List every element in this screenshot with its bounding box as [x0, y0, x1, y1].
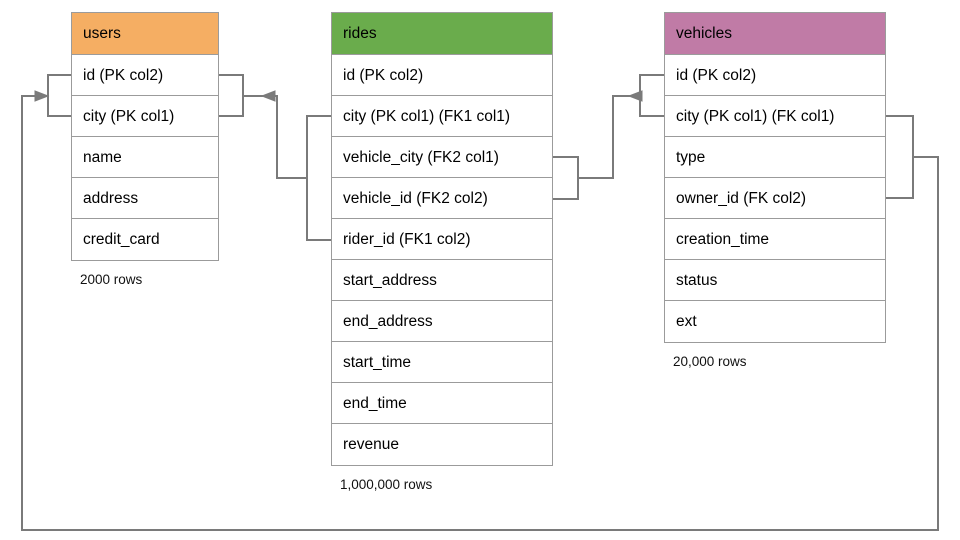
entity-title-users: users: [72, 13, 218, 55]
field-row[interactable]: end_address: [332, 301, 552, 342]
field-row[interactable]: city (PK col1): [72, 96, 218, 137]
relationship-target-bracket-vehicles-fk-to-users: [47, 74, 71, 117]
field-row[interactable]: id (PK col2): [332, 55, 552, 96]
relationship-line-rides-fk2-to-vehicles: [553, 95, 629, 200]
field-row[interactable]: end_time: [332, 383, 552, 424]
field-row[interactable]: address: [72, 178, 218, 219]
field-row[interactable]: credit_card: [72, 219, 218, 260]
relationship-arrow-icon-vehicles-fk-to-users: [34, 90, 50, 102]
field-row[interactable]: owner_id (FK col2): [665, 178, 885, 219]
field-row[interactable]: city (PK col1) (FK1 col1): [332, 96, 552, 137]
field-row[interactable]: vehicle_id (FK2 col2): [332, 178, 552, 219]
field-row[interactable]: creation_time: [665, 219, 885, 260]
relationship-line-rides-fk1-to-users: [262, 95, 331, 241]
field-row[interactable]: rider_id (FK1 col2): [332, 219, 552, 260]
field-row[interactable]: name: [72, 137, 218, 178]
field-row[interactable]: id (PK col2): [72, 55, 218, 96]
field-row[interactable]: ext: [665, 301, 885, 342]
field-row[interactable]: type: [665, 137, 885, 178]
relationship-arrow-icon-rides-fk1-to-users: [260, 90, 276, 102]
entity-title-rides: rides: [332, 13, 552, 55]
relationship-target-bracket-rides-fk1-to-users: [219, 74, 244, 117]
field-row[interactable]: status: [665, 260, 885, 301]
relationship-target-bracket-rides-fk2-to-vehicles: [639, 74, 664, 117]
field-row[interactable]: revenue: [332, 424, 552, 465]
row-count-label-rides: 1,000,000 rows: [340, 477, 433, 492]
row-count-label-vehicles: 20,000 rows: [673, 354, 747, 369]
field-row[interactable]: city (PK col1) (FK col1): [665, 96, 885, 137]
field-row[interactable]: vehicle_city (FK2 col1): [332, 137, 552, 178]
field-row[interactable]: start_address: [332, 260, 552, 301]
row-count-label-users: 2000 rows: [80, 272, 143, 287]
relationship-arrow-icon-rides-fk2-to-vehicles: [627, 90, 643, 102]
field-row[interactable]: start_time: [332, 342, 552, 383]
field-row[interactable]: id (PK col2): [665, 55, 885, 96]
entity-title-vehicles: vehicles: [665, 13, 885, 55]
